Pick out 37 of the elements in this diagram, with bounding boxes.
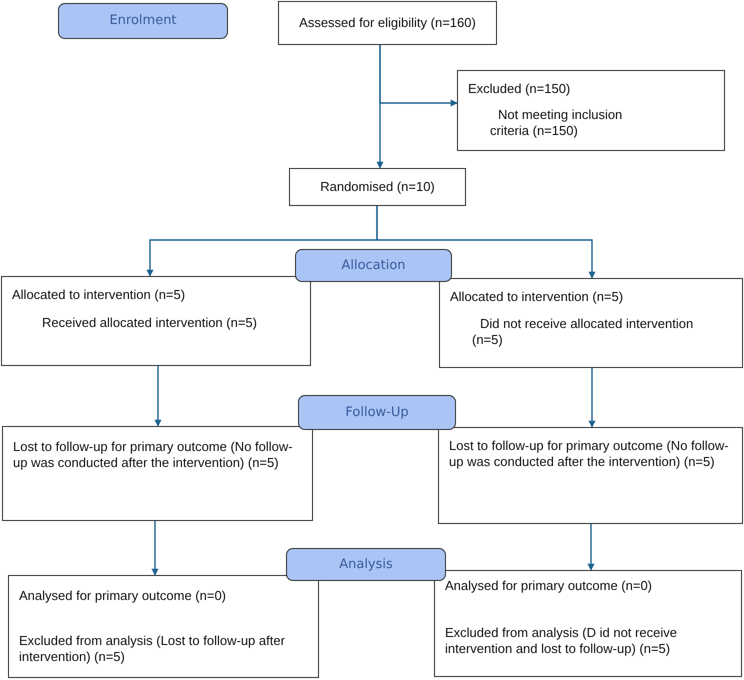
- arrow: [154, 366, 162, 427]
- stage-label: Enrolment: [109, 13, 177, 29]
- process-box: [8, 575, 319, 678]
- process-box: [438, 427, 743, 524]
- box-text: Excluded (n=150): [468, 81, 572, 97]
- box-text: Allocated to intervention (n=5): [12, 287, 186, 303]
- process-box: [278, 1, 497, 45]
- box-text: Analysed for primary outcome (n=0): [445, 578, 654, 594]
- box-text: Analysed for primary outcome (n=0): [19, 588, 228, 604]
- box-text: Excluded from analysis (D id not receive intervention and lost to follow-up) (n=5): [445, 625, 678, 657]
- stage-label: Follow-Up: [345, 404, 409, 420]
- arrow: [376, 206, 596, 279]
- arrow: [588, 524, 594, 571]
- box-text: Did not receive allocated intervention (n=5): [472, 316, 694, 348]
- box-text: Lost to follow-up for primary outcome (No follow-up was conducted after the intervention) (n=5): [13, 439, 294, 471]
- box-text: Not meeting inclusion criteria (n=150): [490, 107, 624, 139]
- stage-label: Analysis: [339, 556, 393, 572]
- box-text: Randomised (n=10): [319, 179, 436, 195]
- arrow: [379, 45, 458, 106]
- box-text: Allocated to intervention (n=5): [450, 289, 624, 305]
- stage-label: Allocation: [341, 258, 406, 274]
- box-text: Lost to follow-up for primary outcome (No follow-up was conducted after the intervention) (n=5): [449, 438, 730, 470]
- box-text: Assessed for eligibility (n=160): [298, 15, 477, 31]
- process-box: [439, 278, 743, 368]
- arrow: [152, 521, 158, 576]
- process-box: [1, 276, 311, 366]
- process-box: [457, 70, 725, 151]
- box-text: Received allocated intervention (n=5): [42, 315, 258, 331]
- stage-header-box: [295, 249, 452, 282]
- process-box: [2, 426, 313, 521]
- box-text: Excluded from analysis (Lost to follow-up after intervention) (n=5): [19, 633, 286, 665]
- stage-header-box: [58, 3, 228, 39]
- process-box: [434, 570, 742, 677]
- arrow: [588, 368, 596, 428]
- stage-header-box: [286, 548, 446, 581]
- stage-header-box: [298, 395, 456, 430]
- process-box: [289, 168, 466, 206]
